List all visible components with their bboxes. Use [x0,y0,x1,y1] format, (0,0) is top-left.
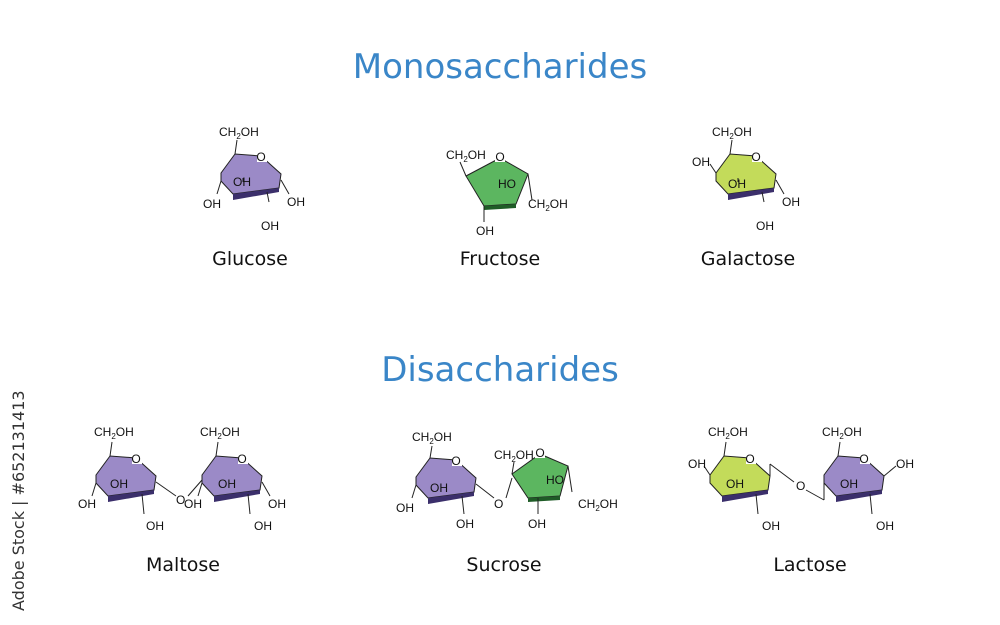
ring-oxygen-label: O [859,452,868,466]
lactose-structure: O O O CH2OH CH2OH OH OH OH OH OH OH [688,425,914,533]
oh-label: OH [287,195,305,209]
oh-label: OH [692,155,710,169]
ch2oh-label: CH2OH [708,425,748,441]
ring-oxygen-label: O [451,454,460,468]
ring-oxygen-label: O [256,150,265,164]
oh-label: OH [254,519,272,533]
oh-label: OH [728,177,746,191]
ring-oxygen-label: O [535,446,544,460]
maltose-label: Maltose [146,554,220,576]
oh-label: OH [756,219,774,233]
ring-oxygen-label: O [237,452,246,466]
galactose-structure: O CH2OH OH OH OH OH [692,125,800,233]
oh-label: OH [146,519,164,533]
ch2oh-label: CH2OH [528,197,568,213]
disaccharides-title: Disaccharides [381,350,619,390]
glycosidic-oxygen-label: O [176,493,185,507]
ch2oh-label: CH2OH [200,425,240,441]
stock-watermark: Adobe Stock | #652131413 [5,390,35,615]
glucose-structure: O CH2OH OH OH OH OH [203,125,305,233]
oh-label: OH [876,519,894,533]
oh-label: OH [78,497,96,511]
ch2oh-label: CH2OH [219,125,259,141]
oh-label: OH [476,224,494,238]
watermark-text: Adobe Stock | #652131413 [9,390,28,611]
galactose-label: Galactose [700,248,796,270]
oh-label: OH [203,197,221,211]
oh-label: OH [233,175,251,189]
oh-label: OH [840,477,858,491]
ring-oxygen-label: O [745,452,754,466]
oh-label: OH [896,457,914,471]
oh-label: OH [110,477,128,491]
oh-label: OH [430,481,448,495]
ch2oh-label: CH2OH [712,125,752,141]
ch2oh-label: CH2OH [412,430,452,446]
ch2oh-label: CH2OH [822,425,862,441]
ch2oh-label: CH2OH [94,425,134,441]
oh-label: OH [268,497,286,511]
oh-label: OH [782,195,800,209]
oh-label: OH [184,497,202,511]
ring-oxygen-label: O [131,452,140,466]
glucose-label: Glucose [212,248,288,270]
monosaccharides-title: Monosaccharides [352,47,648,87]
oh-label: OH [218,477,236,491]
sucrose-structure: O O O CH2OH CH2OH OH OH OH HO CH2OH OH [396,430,618,531]
ch2oh-label: CH2OH [494,448,534,464]
oh-label: OH [396,501,414,515]
lactose-label: Lactose [773,554,847,576]
fructose-label: Fructose [459,248,541,270]
fructose-structure: O CH2OH HO CH2OH OH [446,148,568,238]
maltose-structure: O O O CH2OH CH2OH OH OH OH OH OH OH OH [78,425,286,533]
oh-label: OH [726,477,744,491]
ring-oxygen-label: O [751,150,760,164]
oh-label: OH [688,457,706,471]
sucrose-label: Sucrose [466,554,542,576]
oh-label: OH [261,219,279,233]
oh-label: OH [762,519,780,533]
glycosidic-oxygen-label: O [494,497,503,511]
oh-label: OH [456,517,474,531]
ch2oh-label: CH2OH [578,497,618,513]
ch2oh-label: CH2OH [446,148,486,164]
oh-label: OH [528,517,546,531]
ho-label: HO [546,473,564,487]
glycosidic-oxygen-label: O [796,479,805,493]
ho-label: HO [498,177,516,191]
ring-oxygen-label: O [495,150,504,164]
